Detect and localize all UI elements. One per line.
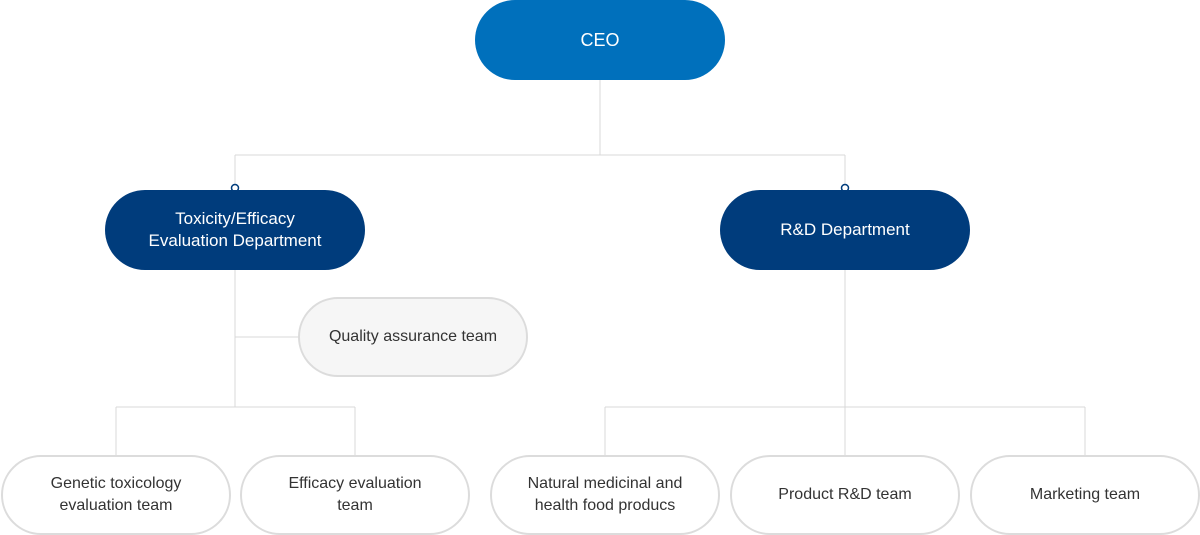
genetic-toxicology-team-node: Genetic toxicology evaluation team: [1, 455, 231, 535]
team-label-line1: Efficacy evaluation: [288, 475, 422, 492]
team-label: Marketing team: [1029, 486, 1141, 503]
product-rd-team-node: Product R&D team: [730, 455, 960, 535]
team-label-line1: Natural medicinal and: [527, 475, 683, 492]
efficacy-evaluation-team-node: Efficacy evaluation team: [240, 455, 470, 535]
team-label-line1: Genetic toxicology: [50, 475, 182, 492]
quality-assurance-team-node: Quality assurance team: [298, 297, 528, 377]
department-label-line1: Toxicity/Efficacy: [175, 209, 295, 228]
team-label-line2: health food producs: [534, 497, 676, 514]
rd-department-node: R&D Department: [720, 190, 970, 270]
natural-medicinal-team-node: Natural medicinal and health food produc…: [490, 455, 720, 535]
marketing-team-node: Marketing team: [970, 455, 1200, 535]
ceo-label: CEO: [580, 30, 620, 50]
qa-team-label: Quality assurance team: [328, 328, 498, 345]
toxicity-efficacy-department-node: Toxicity/Efficacy Evaluation Department: [105, 190, 365, 270]
team-label-line2: evaluation team: [59, 497, 173, 514]
department-label: R&D Department: [780, 220, 910, 239]
team-label-line2: team: [337, 497, 373, 514]
team-label: Product R&D team: [778, 486, 912, 503]
ceo-node: CEO: [475, 0, 725, 80]
department-label-line2: Evaluation Department: [148, 231, 322, 250]
